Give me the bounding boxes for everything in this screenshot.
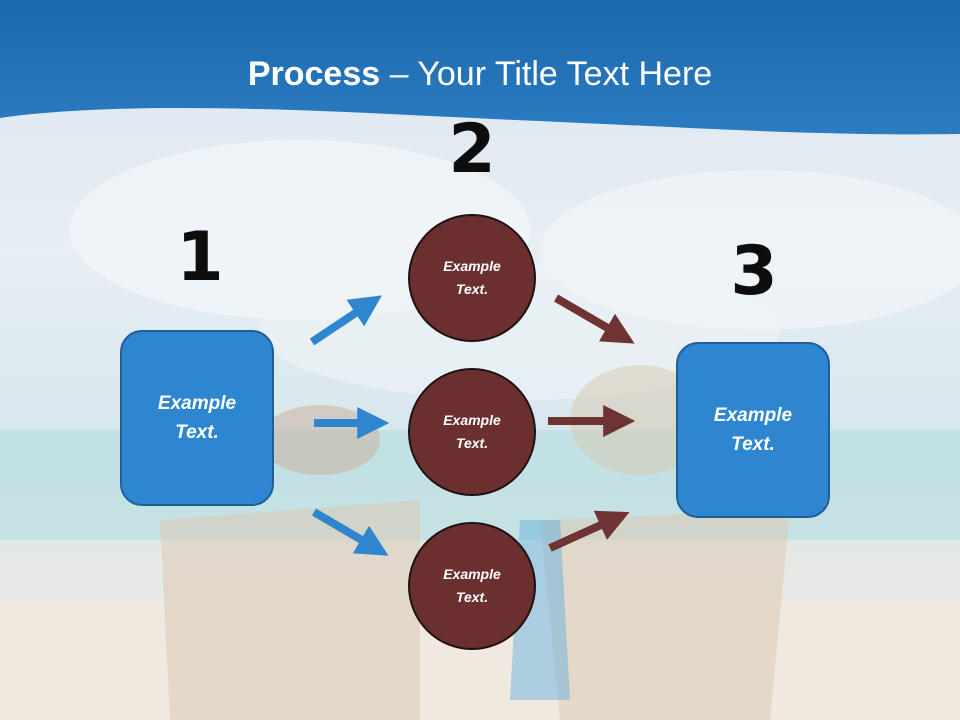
arrow-from-circle-top	[553, 294, 635, 344]
arrow-to-circle-top	[309, 295, 382, 346]
step-number-1: 1	[176, 218, 224, 297]
step-number-2: 2	[448, 110, 496, 189]
title-rest: – Your Title Text Here	[380, 55, 713, 93]
header-band	[0, 0, 960, 135]
slide-title: Process – Your Title Text Here	[0, 52, 960, 96]
step-number-3: 3	[730, 232, 778, 311]
arrow-from-circle-bottom	[548, 510, 630, 552]
title-bold: Process	[247, 55, 381, 93]
arrow-to-circle-bottom	[311, 508, 389, 556]
